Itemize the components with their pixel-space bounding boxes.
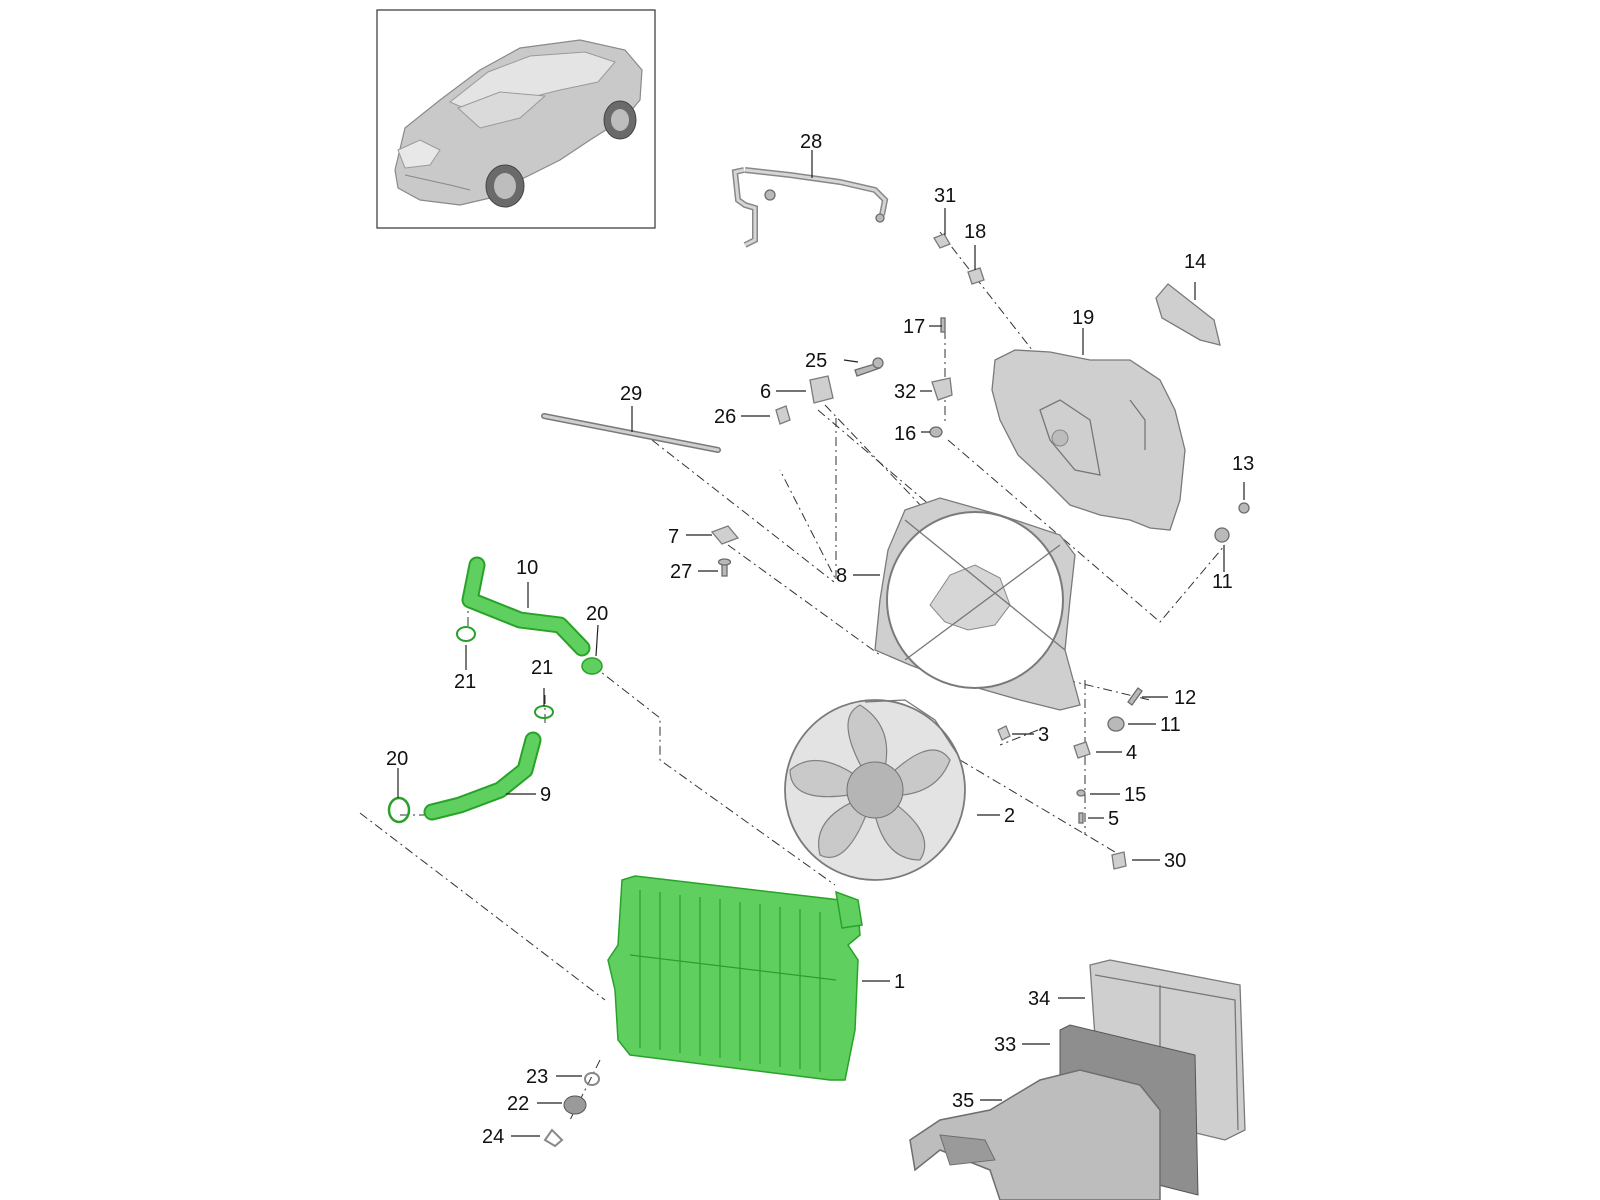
clamp-20a[interactable] [581, 657, 603, 675]
clip-26[interactable] [775, 405, 791, 425]
bracket-6[interactable] [809, 375, 834, 404]
radiator-core-fins [629, 890, 837, 1072]
label-33[interactable]: 33 [994, 1034, 1016, 1056]
strip-29[interactable] [541, 413, 721, 453]
nut-15[interactable] [1076, 789, 1086, 797]
label-19[interactable]: 19 [1072, 307, 1094, 329]
bolt-25[interactable] [854, 357, 884, 377]
label-11b[interactable]: 11 [1160, 714, 1181, 736]
label-6[interactable]: 6 [760, 381, 771, 403]
screw-5[interactable] [1078, 812, 1084, 824]
clamp-20b[interactable] [387, 796, 411, 824]
grommet-16[interactable] [929, 426, 943, 438]
label-21a[interactable]: 21 [454, 671, 476, 693]
air-duct-35[interactable] [909, 1069, 1161, 1200]
clip-31[interactable] [933, 233, 951, 249]
label-14[interactable]: 14 [1184, 251, 1206, 273]
grommet-11a[interactable] [1214, 527, 1230, 543]
oring-21a[interactable] [456, 626, 476, 642]
ring-23[interactable] [584, 1072, 600, 1086]
bolt-27[interactable] [717, 558, 732, 577]
label-3[interactable]: 3 [1038, 724, 1049, 746]
pin-12[interactable] [1127, 687, 1143, 706]
clip-24[interactable] [543, 1128, 564, 1148]
label-23[interactable]: 23 [526, 1066, 548, 1088]
part-labels: 28 31 18 14 19 17 25 32 6 29 26 16 13 7 … [386, 131, 1254, 1148]
grommet-11b[interactable] [1107, 716, 1125, 732]
fan-frame-8[interactable] [874, 497, 1081, 711]
label-7[interactable]: 7 [668, 526, 679, 548]
label-9[interactable]: 9 [540, 784, 551, 806]
label-4[interactable]: 4 [1126, 742, 1137, 764]
pin-17[interactable] [940, 317, 946, 333]
label-31[interactable]: 31 [934, 185, 956, 207]
leader-lines [397, 150, 1245, 1137]
label-27[interactable]: 27 [670, 561, 692, 583]
label-22[interactable]: 22 [507, 1093, 529, 1115]
label-32[interactable]: 32 [894, 381, 916, 403]
label-28[interactable]: 28 [800, 131, 822, 153]
label-13[interactable]: 13 [1232, 453, 1254, 475]
plug-22[interactable] [563, 1095, 587, 1115]
bracket-14[interactable] [1155, 283, 1221, 346]
nut-13[interactable] [1238, 502, 1250, 514]
label-35[interactable]: 35 [952, 1090, 974, 1112]
nut-18[interactable] [967, 267, 985, 285]
pipe-28[interactable] [731, 167, 889, 248]
label-12[interactable]: 12 [1174, 687, 1196, 709]
bracket-32[interactable] [931, 377, 953, 401]
label-29[interactable]: 29 [620, 383, 642, 405]
clip-7[interactable] [710, 525, 740, 545]
label-26[interactable]: 26 [714, 406, 736, 428]
vehicle-thumbnail[interactable] [376, 9, 656, 229]
screw-3[interactable] [997, 725, 1011, 741]
label-1[interactable]: 1 [894, 971, 905, 993]
fan-shroud-19[interactable] [991, 349, 1186, 531]
label-15[interactable]: 15 [1124, 784, 1146, 806]
label-30[interactable]: 30 [1164, 850, 1186, 872]
label-2[interactable]: 2 [1004, 805, 1015, 827]
label-16[interactable]: 16 [894, 423, 916, 445]
fan-2[interactable] [784, 699, 966, 881]
label-5[interactable]: 5 [1108, 808, 1119, 830]
radiator-1[interactable] [607, 875, 863, 1081]
hose-9[interactable] [423, 731, 542, 821]
label-8[interactable]: 8 [836, 565, 847, 587]
hose-10[interactable] [461, 556, 591, 657]
clip-4[interactable] [1073, 741, 1091, 759]
label-18[interactable]: 18 [964, 221, 986, 243]
clip-30[interactable] [1111, 851, 1127, 870]
label-24[interactable]: 24 [482, 1126, 504, 1148]
label-21b[interactable]: 21 [531, 657, 553, 679]
label-10[interactable]: 10 [516, 557, 538, 579]
label-20b[interactable]: 20 [386, 748, 408, 770]
label-25[interactable]: 25 [805, 350, 827, 372]
label-34[interactable]: 34 [1028, 988, 1050, 1010]
label-20a[interactable]: 20 [586, 603, 608, 625]
label-11a[interactable]: 11 [1212, 571, 1233, 593]
label-17[interactable]: 17 [903, 316, 925, 338]
car-image [394, 39, 643, 208]
oring-21b[interactable] [534, 705, 554, 719]
